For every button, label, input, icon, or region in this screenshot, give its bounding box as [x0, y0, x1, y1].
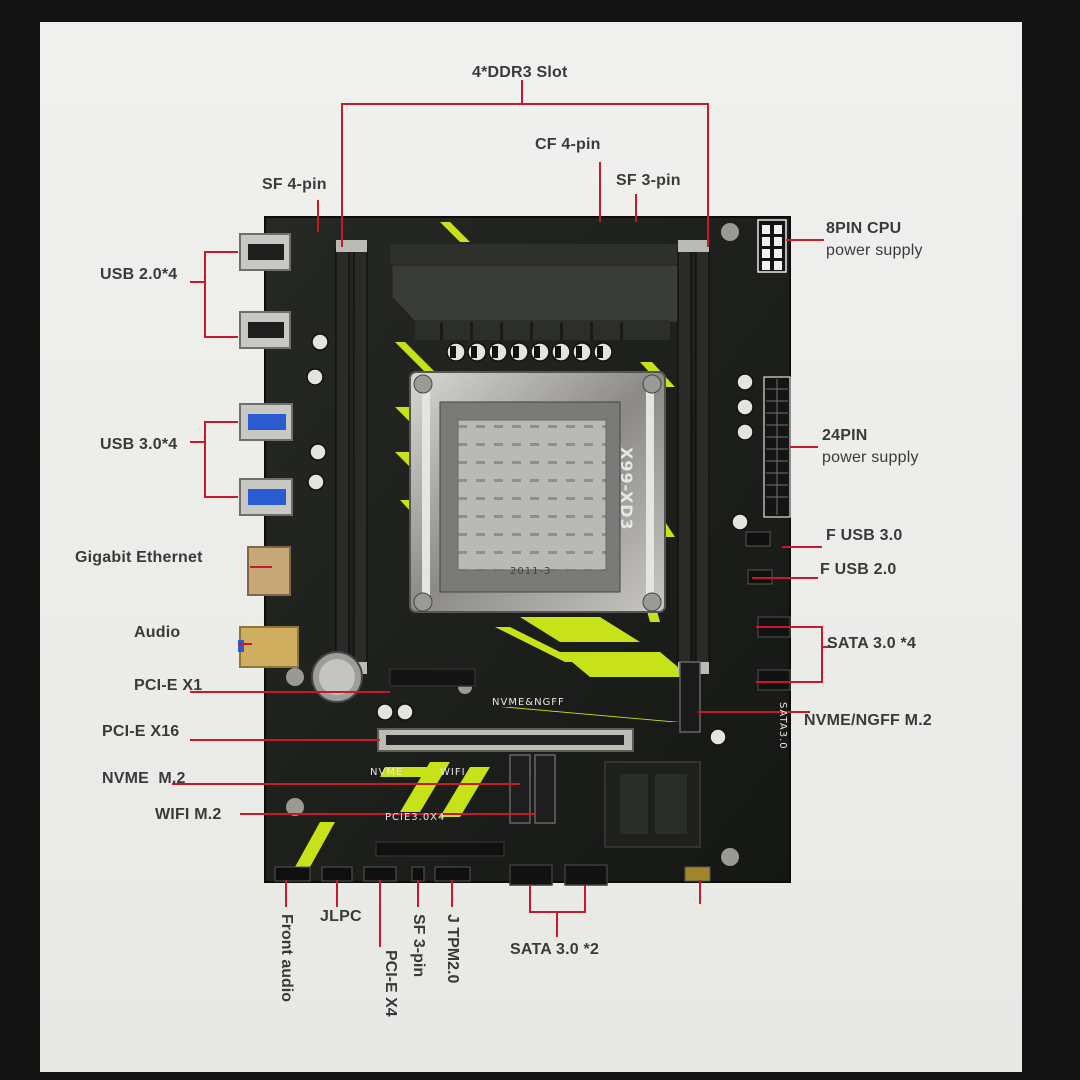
chipset-heatsink	[604, 761, 701, 848]
label-pcie-x1: PCI-E X1	[134, 677, 203, 694]
vrm-heatsink-top	[390, 244, 681, 340]
label-sf-4pin: SF 4-pin	[262, 176, 327, 193]
label-24pin-line1: 24PIN	[822, 427, 868, 444]
motherboard-diagram	[172, 80, 835, 947]
label-cpu-8pin-line2: power supply	[826, 242, 923, 259]
label-wifi-m2: WIFI M.2	[155, 806, 222, 823]
label-cpu-8pin-line1: 8PIN CPU	[826, 220, 902, 237]
leader-lines	[172, 80, 835, 947]
label-front-audio: Front audio	[278, 914, 295, 1002]
rear-io	[238, 233, 299, 668]
label-sf-3pin-bottom: SF 3-pin	[410, 914, 427, 978]
atx-24pin-connector	[763, 376, 791, 518]
board-label-sata3: SATA3.0	[777, 702, 788, 750]
label-sata30-x4: SATA 3.0 *4	[827, 635, 917, 652]
label-jlpc: JLPC	[320, 908, 362, 925]
label-cpu-8pin: 8PIN CPU power supply	[826, 218, 923, 262]
label-gigabit-ethernet: Gigabit Ethernet	[75, 549, 203, 566]
label-sata30-x2: SATA 3.0 *2	[510, 941, 600, 958]
label-24pin: 24PIN power supply	[822, 425, 919, 469]
ddr3-slots	[335, 240, 710, 674]
board-label-socket: 2011-3	[510, 566, 552, 577]
label-audio: Audio	[134, 624, 181, 641]
board-label-nvme: NVME	[370, 767, 404, 778]
label-f-usb20: F USB 2.0	[820, 561, 897, 578]
label-nvme-m2: NVME M.2	[102, 770, 186, 787]
cpu-8pin-connector	[757, 219, 787, 273]
expansion-slots	[375, 661, 701, 857]
label-j-tpm: J TPM2.0	[444, 914, 461, 984]
board-label-pcie3: PCIE3.0X4	[385, 812, 446, 823]
label-ddr3-slot: 4*DDR3 Slot	[472, 64, 568, 81]
label-usb30: USB 3.0*4	[100, 436, 178, 453]
label-nvme-ngff: NVME/NGFF M.2	[804, 712, 932, 729]
board-label-nvme-ngff: NVME&NGFF	[492, 697, 565, 708]
board-model-label: X99-XD3	[617, 447, 636, 531]
label-24pin-line2: power supply	[822, 449, 919, 466]
board-label-wifi: WIFI	[440, 767, 466, 778]
label-sf-3pin-top: SF 3-pin	[616, 172, 681, 189]
cpu-socket-lga2011-3	[409, 371, 666, 613]
vrm-capacitors	[306, 333, 754, 746]
label-cf-4pin: CF 4-pin	[535, 136, 601, 153]
cmos-battery	[311, 651, 363, 703]
label-f-usb30: F USB 3.0	[826, 527, 903, 544]
label-pcie-x4: PCI-E X4	[382, 950, 399, 1017]
label-usb20: USB 2.0*4	[100, 266, 178, 283]
display-screen: X99-XD3 NVME&NGFF NVME WIFI PCIE3.0X4 SA…	[40, 22, 1022, 1072]
label-pcie-x16: PCI-E X16	[102, 723, 180, 740]
